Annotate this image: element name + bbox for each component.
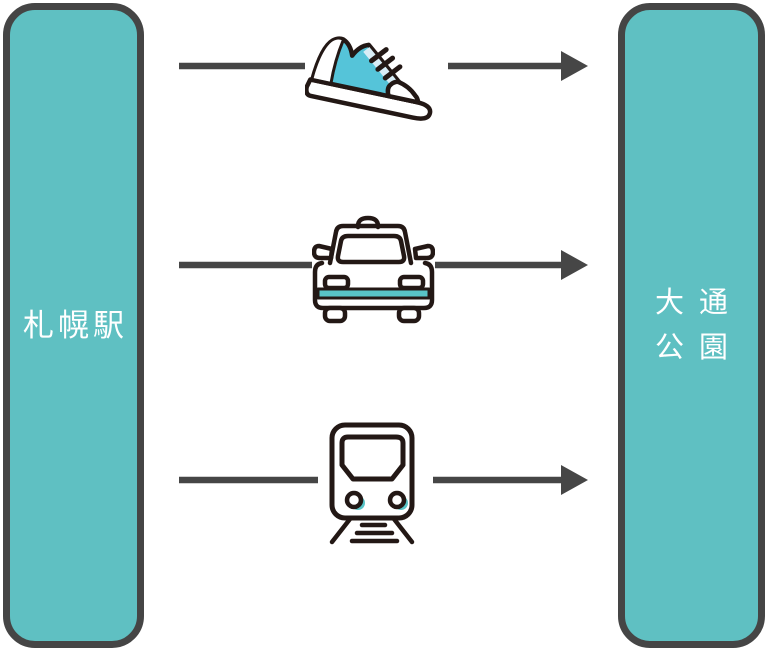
- walk-icon-card: [305, 23, 448, 124]
- destination-label-line1: 大通: [654, 286, 743, 319]
- train-icon-card: [318, 415, 433, 547]
- taxi-icon-card: [312, 213, 435, 327]
- origin-label: 札幌駅: [23, 307, 128, 343]
- destination-pillar: 大通 公園: [618, 3, 765, 648]
- sneaker-icon: [305, 36, 433, 121]
- origin-pillar: 札幌駅: [3, 3, 144, 648]
- destination-label-line2: 公園: [654, 331, 743, 364]
- taxi-icon: [312, 215, 435, 324]
- train-icon: [329, 422, 415, 545]
